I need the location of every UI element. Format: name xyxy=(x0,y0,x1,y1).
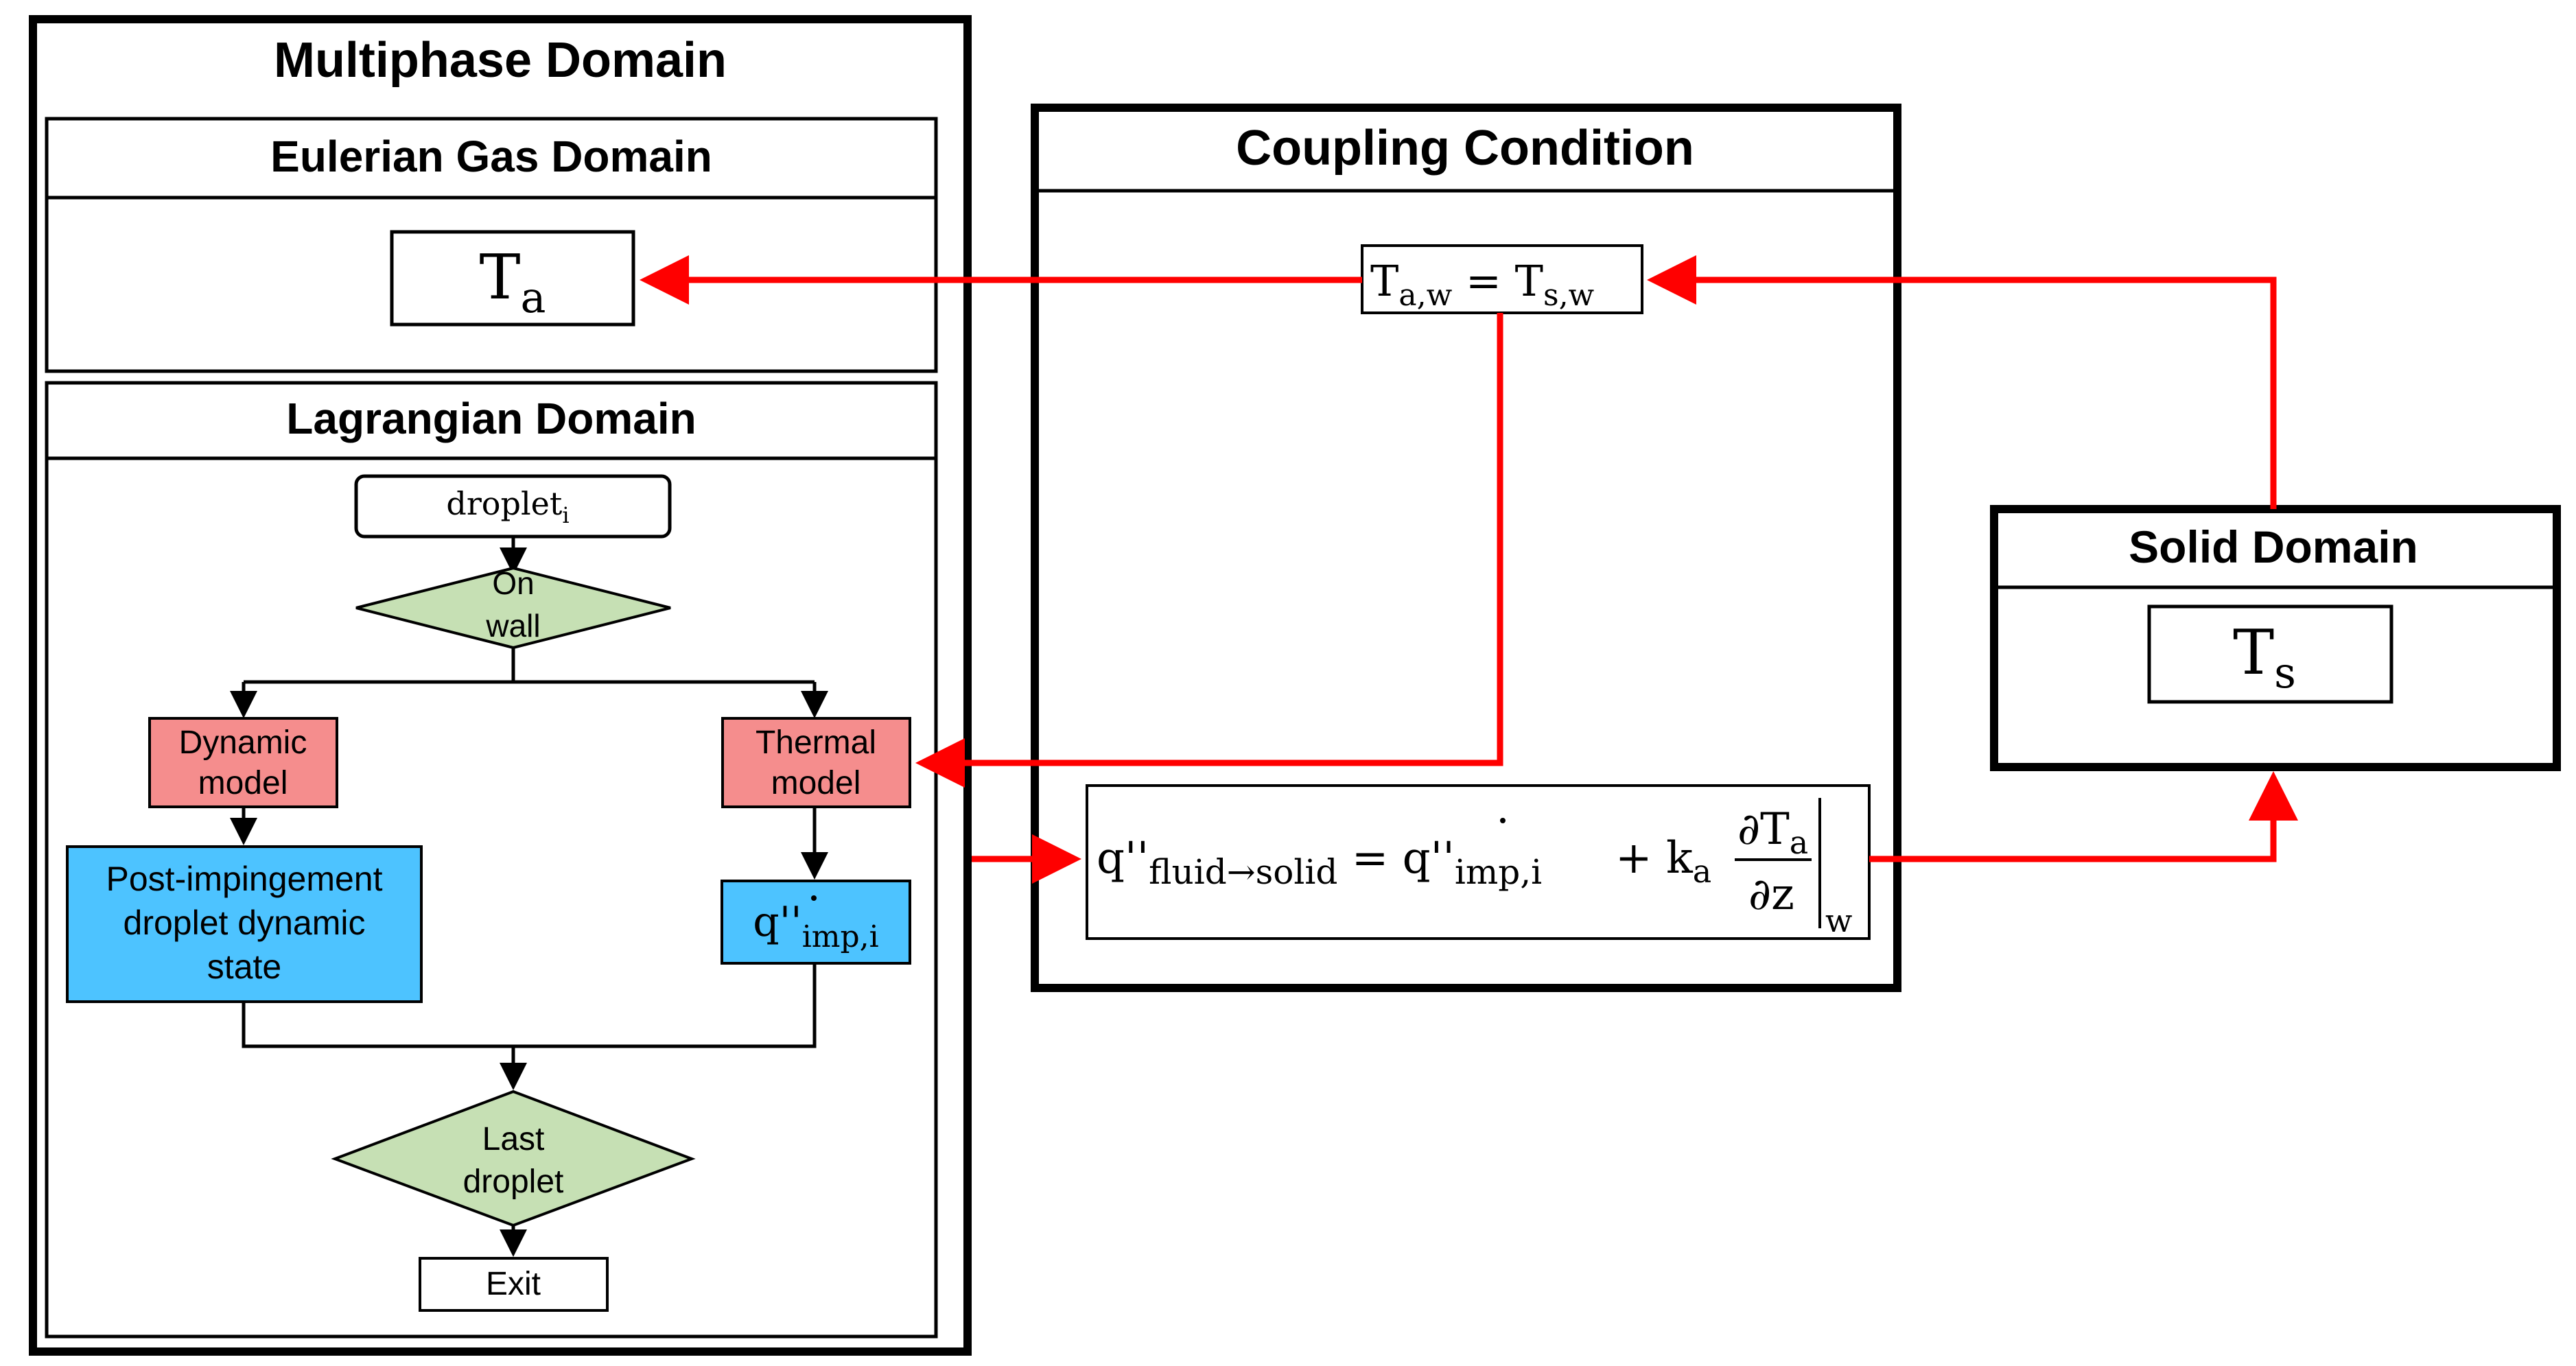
ta-sub: a xyxy=(521,272,546,322)
lagrangian-domain: Lagrangian Domain dropleti On wall xyxy=(45,381,938,1339)
coupling-condition: Coupling Condition Ta,w = Ts,w q''fluid→… xyxy=(1031,104,1901,992)
start-node-base: droplet xyxy=(446,485,563,522)
decision-last-droplet xyxy=(331,1090,696,1227)
equality-s2: s,w xyxy=(1543,278,1595,313)
eulerian-title: Eulerian Gas Domain xyxy=(270,132,712,181)
ts-sub: s xyxy=(2274,648,2296,698)
post-state-line3: state xyxy=(207,947,281,986)
arrow-solid-to-equality xyxy=(1647,255,2277,509)
coupling-arrows xyxy=(640,255,2298,884)
multiphase-domain: Multiphase Domain Eulerian Gas Domain Ta… xyxy=(29,15,972,1356)
thermal-model-box xyxy=(721,717,911,808)
equality-t1: T xyxy=(1370,256,1398,306)
flowchart-connectors xyxy=(230,537,828,1257)
flux-left-side: q''fluid→solid = q''imp,i xyxy=(1097,833,1542,892)
heat-flux-balance: q''fluid→solid = q''imp,i + ka ∂Ta ∂z w xyxy=(1097,798,1852,939)
solid-title: Solid Domain xyxy=(2129,521,2418,572)
start-node-label: dropleti xyxy=(446,485,569,528)
solid-domain: Solid Domain Ts xyxy=(1990,505,2561,771)
q-imp-label: q''imp,i xyxy=(753,898,878,954)
heat-flux-balance-box xyxy=(1086,784,1871,940)
q-imp-sub: imp,i xyxy=(802,919,879,954)
decision-on-wall-line1: On xyxy=(492,565,534,601)
post-impingement-state-box xyxy=(66,845,423,1003)
connector-merge xyxy=(242,963,817,1048)
q-imp-box xyxy=(721,880,911,965)
arrow-flux-to-solid xyxy=(1869,771,2298,862)
flux-eval-sub: w xyxy=(1825,902,1852,939)
ta-box xyxy=(390,230,635,327)
ta-label: Ta xyxy=(480,242,546,322)
flux-k-term: + ka xyxy=(1615,833,1711,890)
multiphase-title: Multiphase Domain xyxy=(274,33,727,88)
exit-label: Exit xyxy=(486,1266,541,1302)
flux-denominator: ∂z xyxy=(1748,869,1794,920)
flux-eq: = xyxy=(1337,833,1402,884)
decision-on-wall-line2: wall xyxy=(485,608,540,644)
flux-k-sub: a xyxy=(1693,853,1711,890)
flux-sub-right: imp,i xyxy=(1455,852,1542,892)
flux-num-sub: a xyxy=(1790,824,1808,861)
thermal-model-line2: model xyxy=(771,765,861,801)
equality-eq: = xyxy=(1452,256,1514,306)
q-imp-base: q'' xyxy=(753,898,801,946)
flux-q-right: q'' xyxy=(1403,833,1455,884)
flux-numerator: ∂Ta xyxy=(1737,804,1808,861)
q-imp-dot xyxy=(811,895,817,901)
ts-base: T xyxy=(2233,617,2274,689)
decision-last-line2: droplet xyxy=(463,1164,564,1200)
exit-box xyxy=(419,1257,609,1312)
thermal-model-line1: Thermal xyxy=(756,725,876,761)
arrow-equality-to-thermal-model xyxy=(915,313,1503,788)
dynamic-model-box xyxy=(148,717,338,808)
equality-s1: a,w xyxy=(1398,278,1452,313)
post-state-line2: droplet dynamic xyxy=(124,904,366,942)
start-node-sub: i xyxy=(562,502,569,528)
flux-q-left: q'' xyxy=(1097,833,1149,884)
coupling-title: Coupling Condition xyxy=(1236,121,1694,176)
decision-last-line1: Last xyxy=(482,1121,545,1157)
ts-box xyxy=(2147,604,2393,704)
flux-plus: + xyxy=(1615,833,1666,884)
ta-base: T xyxy=(480,242,521,314)
temperature-equality: Ta,w = Ts,w xyxy=(1370,256,1595,313)
flux-sub-left: fluid→solid xyxy=(1149,852,1337,892)
dynamic-model-line1: Dynamic xyxy=(179,725,307,761)
post-state-line1: Post-impingement xyxy=(106,860,383,898)
temperature-equality-box xyxy=(1361,244,1643,314)
flux-k: k xyxy=(1666,833,1694,884)
equality-t2: T xyxy=(1515,256,1543,306)
ts-label: Ts xyxy=(2233,617,2296,698)
flux-q-dot xyxy=(1500,818,1506,823)
dynamic-model-line2: model xyxy=(198,765,288,801)
flux-num-base: ∂T xyxy=(1737,804,1790,855)
lagrangian-title: Lagrangian Domain xyxy=(286,394,696,443)
decision-on-wall xyxy=(355,566,671,650)
start-node-droplet xyxy=(354,474,672,539)
eulerian-domain: Eulerian Gas Domain Ta xyxy=(45,117,938,373)
